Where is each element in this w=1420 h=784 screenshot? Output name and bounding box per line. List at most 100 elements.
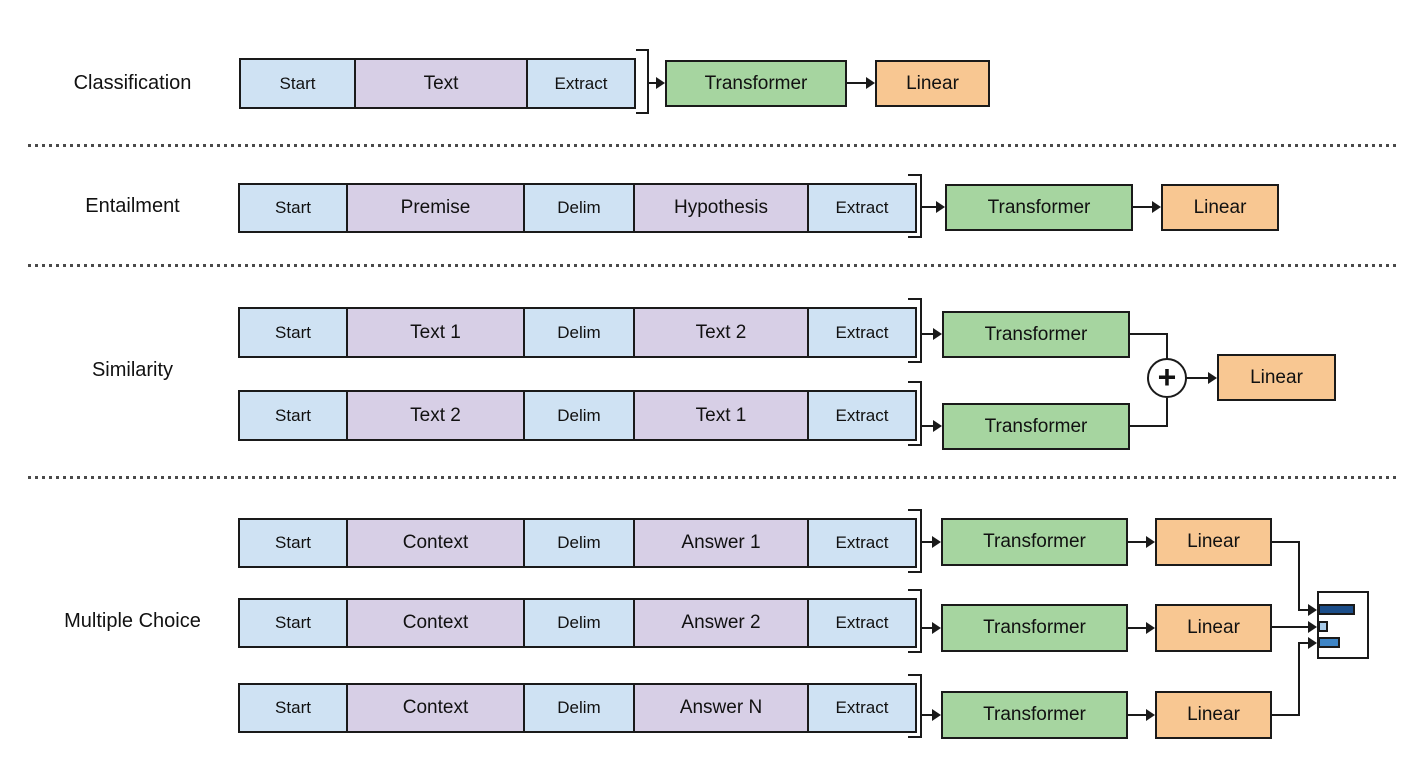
transformer-box: Transformer <box>665 60 847 107</box>
arrow-right-icon <box>866 77 875 89</box>
arrow-right-icon <box>656 77 665 89</box>
connector-line <box>1130 333 1168 335</box>
token-extract: Extract <box>807 685 915 731</box>
arrow-right-icon <box>1152 201 1161 213</box>
input-sequence-similarity-b: Start Text 2 Delim Text 1 Extract <box>238 390 917 441</box>
transformer-box: Transformer <box>941 604 1128 652</box>
token-start: Start <box>240 685 346 731</box>
arrow-right-icon <box>1308 604 1317 616</box>
token-start: Start <box>240 392 346 439</box>
token-start: Start <box>240 520 346 566</box>
connector-line <box>1128 541 1148 543</box>
connector-line <box>922 627 933 629</box>
arrow-right-icon <box>932 622 941 634</box>
input-sequence-similarity-a: Start Text 1 Delim Text 2 Extract <box>238 307 917 358</box>
token-delim: Delim <box>523 392 633 439</box>
score-bar-2 <box>1318 621 1328 632</box>
section-label-classification: Classification <box>73 72 192 94</box>
connector-line <box>922 714 933 716</box>
token-start: Start <box>240 309 346 356</box>
connector-line <box>1272 541 1300 543</box>
section-divider <box>28 264 1396 267</box>
bracket-icon <box>908 589 922 653</box>
bracket-icon <box>908 674 922 738</box>
connector-line <box>1298 642 1310 644</box>
input-sequence-choice-2: Start Context Delim Answer 2 Extract <box>238 598 917 648</box>
bracket-icon <box>908 174 922 238</box>
linear-box: Linear <box>1161 184 1279 231</box>
connector-line <box>1298 541 1300 611</box>
token-start: Start <box>240 185 346 231</box>
token-start: Start <box>240 600 346 646</box>
connector-line <box>1166 398 1168 427</box>
connector-line <box>1128 714 1148 716</box>
bracket-icon <box>908 509 922 573</box>
section-label-multiple-choice: Multiple Choice <box>64 610 201 632</box>
connector-line <box>922 541 933 543</box>
token-text-2: Text 2 <box>346 392 523 439</box>
connector-line <box>922 333 935 335</box>
arrow-right-icon <box>933 328 942 340</box>
arrow-right-icon <box>936 201 945 213</box>
arrow-right-icon <box>1208 372 1217 384</box>
token-text-1: Text 1 <box>346 309 523 356</box>
token-text: Text <box>354 60 526 107</box>
transformer-box: Transformer <box>941 518 1128 566</box>
connector-line <box>1272 714 1300 716</box>
arrow-right-icon <box>933 420 942 432</box>
linear-box: Linear <box>1155 691 1272 739</box>
linear-box: Linear <box>875 60 990 107</box>
token-delim: Delim <box>523 685 633 731</box>
connector-line <box>1130 425 1168 427</box>
transformer-box: Transformer <box>945 184 1133 231</box>
connector-line <box>649 82 658 84</box>
bracket-icon <box>908 298 922 363</box>
arrow-right-icon <box>1308 621 1317 633</box>
transformer-box: Transformer <box>941 691 1128 739</box>
section-label-entailment: Entailment <box>85 195 180 217</box>
token-extract: Extract <box>807 600 915 646</box>
linear-box: Linear <box>1155 518 1272 566</box>
token-extract: Extract <box>807 392 915 439</box>
token-extract: Extract <box>526 60 634 107</box>
connector-line <box>1128 627 1148 629</box>
linear-box: Linear <box>1217 354 1336 401</box>
token-text-2: Text 2 <box>633 309 807 356</box>
bracket-icon <box>636 49 649 114</box>
input-sequence-choice-n: Start Context Delim Answer N Extract <box>238 683 917 733</box>
sum-node: + <box>1147 358 1187 398</box>
connector-line <box>1298 609 1310 611</box>
section-label-similarity: Similarity <box>91 359 174 381</box>
score-bar-3 <box>1318 637 1340 648</box>
connector-line <box>1133 206 1154 208</box>
transformer-box: Transformer <box>942 403 1130 450</box>
connector-line <box>922 206 938 208</box>
connector-line <box>1272 626 1310 628</box>
token-context: Context <box>346 685 523 731</box>
arrow-right-icon <box>932 709 941 721</box>
transformer-box: Transformer <box>942 311 1130 358</box>
input-sequence-classification: Start Text Extract <box>239 58 636 109</box>
connector-line <box>922 425 935 427</box>
token-extract: Extract <box>807 309 915 356</box>
token-hypothesis: Hypothesis <box>633 185 807 231</box>
section-divider <box>28 144 1396 147</box>
token-extract: Extract <box>807 185 915 231</box>
token-context: Context <box>346 520 523 566</box>
arrow-right-icon <box>1146 536 1155 548</box>
input-sequence-entailment: Start Premise Delim Hypothesis Extract <box>238 183 917 233</box>
plus-icon: + <box>1157 359 1177 395</box>
token-delim: Delim <box>523 520 633 566</box>
arrow-right-icon <box>1146 622 1155 634</box>
connector-line <box>1166 333 1168 360</box>
linear-box: Linear <box>1155 604 1272 652</box>
token-delim: Delim <box>523 600 633 646</box>
bracket-icon <box>908 381 922 446</box>
token-text-1: Text 1 <box>633 392 807 439</box>
arrow-right-icon <box>1308 637 1317 649</box>
connector-line <box>1186 377 1210 379</box>
score-bar-1 <box>1318 604 1355 615</box>
token-answer-1: Answer 1 <box>633 520 807 566</box>
token-answer-2: Answer 2 <box>633 600 807 646</box>
